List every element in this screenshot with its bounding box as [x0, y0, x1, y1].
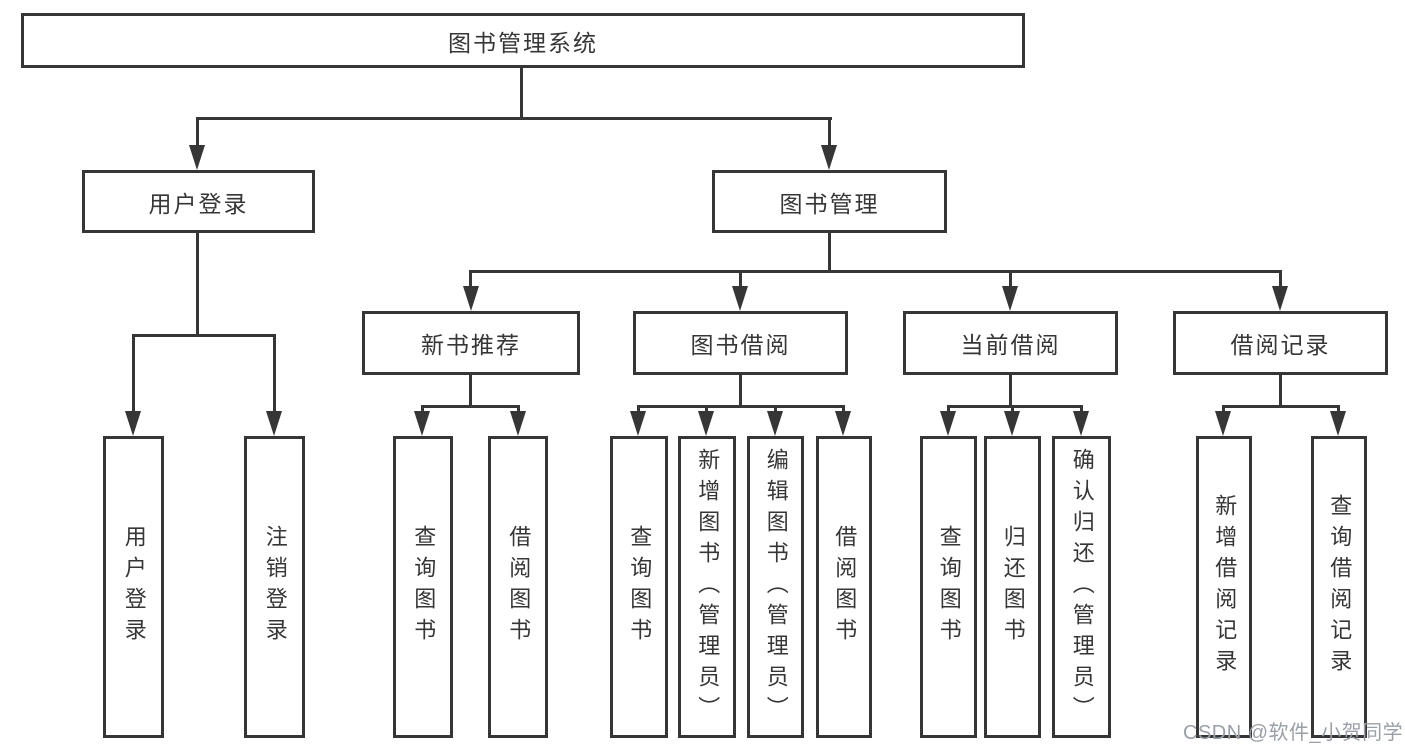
leaf-borrow-books-recommend: 借阅图书	[488, 436, 548, 738]
leaf-user-login: 用户登录	[103, 436, 164, 738]
leaf-label: 用户登录	[121, 525, 147, 649]
leaf-add-borrow-record: 新增借阅记录	[1196, 436, 1252, 738]
connector-line	[1009, 270, 1012, 290]
connector-line	[132, 334, 276, 337]
leaf-edit-books-admin: 编辑图书（管理员）	[747, 436, 804, 738]
arrow-down-icon	[821, 145, 837, 170]
connector-line	[1222, 405, 1340, 408]
arrow-down-icon	[125, 411, 141, 436]
connector-line	[196, 233, 199, 336]
arrow-down-icon	[835, 411, 851, 436]
node-label: 当前借阅	[960, 332, 1061, 358]
connector-line	[196, 117, 199, 148]
connector-line	[739, 375, 742, 407]
node-borrow-records: 借阅记录	[1173, 311, 1388, 375]
leaf-label: 借阅图书	[832, 525, 858, 649]
connector-line	[1337, 405, 1340, 414]
leaf-borrow-books: 借阅图书	[816, 436, 872, 738]
node-label: 用户登录	[148, 190, 249, 217]
node-label: 图书借阅	[690, 332, 791, 358]
arrow-down-icon	[732, 286, 748, 311]
csdn-watermark: CSDN @软件_小贺同学	[1183, 722, 1404, 744]
node-label: 借阅记录	[1230, 332, 1331, 358]
arrow-down-icon	[463, 286, 479, 311]
connector-line	[947, 405, 1083, 408]
node-label: 图书管理	[779, 190, 880, 217]
connector-line	[739, 270, 742, 290]
connector-line	[517, 405, 520, 414]
connector-line	[828, 117, 831, 148]
connector-line	[132, 334, 135, 414]
arrow-down-icon	[189, 145, 205, 170]
connector-line	[637, 405, 845, 408]
node-current-borrowing: 当前借阅	[903, 311, 1118, 375]
connector-line	[705, 405, 708, 414]
connector-line	[469, 270, 1282, 273]
leaf-logout-login: 注销登录	[244, 436, 305, 738]
leaf-label: 新增借阅记录	[1212, 494, 1238, 680]
connector-line	[828, 233, 831, 271]
connector-line	[947, 405, 950, 414]
arrow-down-icon	[767, 411, 783, 436]
connector-line	[196, 117, 832, 120]
leaf-label: 注销登录	[262, 525, 288, 649]
connector-line	[1011, 405, 1014, 414]
leaf-label: 查询图书	[936, 525, 962, 649]
connector-line	[1080, 405, 1083, 414]
connector-line	[1222, 405, 1225, 414]
node-book-borrowing: 图书借阅	[633, 311, 848, 375]
arrow-down-icon	[510, 411, 526, 436]
node-new-book-recommend: 新书推荐	[362, 311, 580, 375]
leaf-label: 编辑图书（管理员）	[763, 447, 789, 727]
leaf-label: 归还图书	[1000, 525, 1026, 649]
arrow-down-icon	[1004, 411, 1020, 436]
connector-line	[273, 334, 276, 414]
leaf-return-books: 归还图书	[984, 436, 1041, 738]
connector-line	[1009, 375, 1012, 407]
leaf-query-books-borrow: 查询图书	[610, 436, 668, 738]
node-book-management: 图书管理	[712, 170, 947, 233]
connector-line	[637, 405, 640, 414]
leaf-query-books-recommend: 查询图书	[393, 436, 453, 738]
connector-line	[774, 405, 777, 414]
arrow-down-icon	[1272, 286, 1288, 311]
leaf-query-borrow-record: 查询借阅记录	[1311, 436, 1367, 738]
connector-line	[421, 405, 520, 408]
connector-line	[1279, 375, 1282, 407]
leaf-label: 确认归还（管理员）	[1069, 447, 1095, 727]
leaf-confirm-return-admin: 确认归还（管理员）	[1052, 436, 1111, 738]
connector-line	[842, 405, 845, 414]
node-user-login: 用户登录	[82, 170, 315, 233]
leaf-label: 新增图书（管理员）	[695, 447, 721, 727]
leaf-label: 借阅图书	[506, 525, 532, 649]
connector-line	[469, 270, 472, 290]
arrow-down-icon	[1073, 411, 1089, 436]
arrow-down-icon	[1002, 286, 1018, 311]
root-label: 图书管理系统	[448, 29, 598, 56]
arrow-down-icon	[414, 411, 430, 436]
connector-line	[421, 405, 424, 414]
root-box: 图书管理系统	[21, 13, 1025, 68]
arrow-down-icon	[940, 411, 956, 436]
leaf-label: 查询图书	[411, 525, 437, 649]
connector-line	[1279, 270, 1282, 290]
arrow-down-icon	[698, 411, 714, 436]
node-label: 新书推荐	[421, 332, 521, 358]
leaf-label: 查询借阅记录	[1327, 494, 1353, 680]
arrow-down-icon	[1215, 411, 1231, 436]
leaf-label: 查询图书	[627, 525, 653, 649]
connector-line	[520, 68, 523, 118]
connector-line	[469, 375, 472, 407]
arrow-down-icon	[266, 411, 282, 436]
arrow-down-icon	[630, 411, 646, 436]
leaf-query-books-current: 查询图书	[920, 436, 977, 738]
leaf-add-books-admin: 新增图书（管理员）	[678, 436, 736, 738]
arrow-down-icon	[1330, 411, 1346, 436]
